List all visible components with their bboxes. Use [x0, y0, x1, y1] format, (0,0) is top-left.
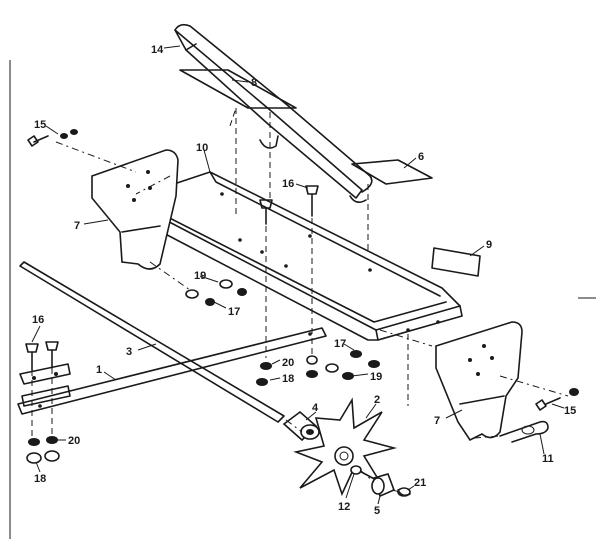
callout-labels: 14 8 15 10 16 6 7 9 19 17 16 3 20 18 17 …: [32, 44, 576, 517]
left-bracket: [19, 363, 71, 407]
hardware-19-17-upper: [185, 279, 247, 306]
callout-16-left: 16: [32, 314, 44, 326]
callout-19-upper: 19: [194, 270, 206, 282]
callout-17-upper: 17: [228, 306, 240, 318]
clip-21: [397, 487, 411, 497]
pin-11: [499, 420, 549, 443]
bushing-5: [371, 473, 396, 498]
callout-20-center: 20: [282, 357, 294, 369]
decal-8: [179, 69, 297, 109]
callout-17-center: 17: [334, 338, 346, 350]
hardware-center: [256, 350, 380, 386]
assembly-center-lines: [31, 107, 569, 493]
bushing-4: [282, 410, 320, 442]
callout-19-center: 19: [370, 371, 382, 383]
bolt-15-right: [535, 388, 579, 411]
callout-7-left: 7: [74, 220, 80, 232]
callout-18-left: 18: [34, 473, 46, 485]
callout-1: 1: [96, 364, 102, 376]
bolt-15-left: [27, 129, 78, 147]
callout-12: 12: [338, 501, 350, 513]
callout-8: 8: [251, 77, 257, 89]
callout-9: 9: [486, 239, 492, 251]
decal-9: [431, 247, 481, 277]
star-wheel-2: [293, 397, 398, 497]
callout-2: 2: [374, 394, 380, 406]
callout-15-left: 15: [34, 119, 46, 131]
leader-lines: [31, 45, 565, 505]
right-side-plate: [435, 321, 523, 442]
callout-14: 14: [151, 44, 164, 56]
callout-7-right: 7: [434, 415, 440, 427]
main-tray: [137, 171, 463, 341]
left-side-plate: [91, 149, 179, 270]
flat-bar: [17, 327, 327, 415]
callout-10: 10: [196, 142, 208, 154]
callout-16-center: 16: [282, 178, 294, 190]
bolts-16-center: [259, 185, 319, 225]
callout-20-left: 20: [68, 435, 80, 447]
callout-11: 11: [542, 453, 554, 465]
callout-5: 5: [374, 505, 380, 517]
callout-15-right: 15: [564, 405, 576, 417]
nuts-left: [26, 436, 60, 464]
bolts-16-left: [25, 341, 59, 371]
callout-18-center: 18: [282, 373, 294, 385]
callout-21: 21: [414, 477, 426, 489]
handle-part: [174, 23, 373, 204]
decal-6: [351, 159, 433, 185]
callout-3: 3: [126, 346, 132, 358]
callout-6: 6: [418, 151, 424, 163]
callout-4: 4: [312, 402, 319, 414]
